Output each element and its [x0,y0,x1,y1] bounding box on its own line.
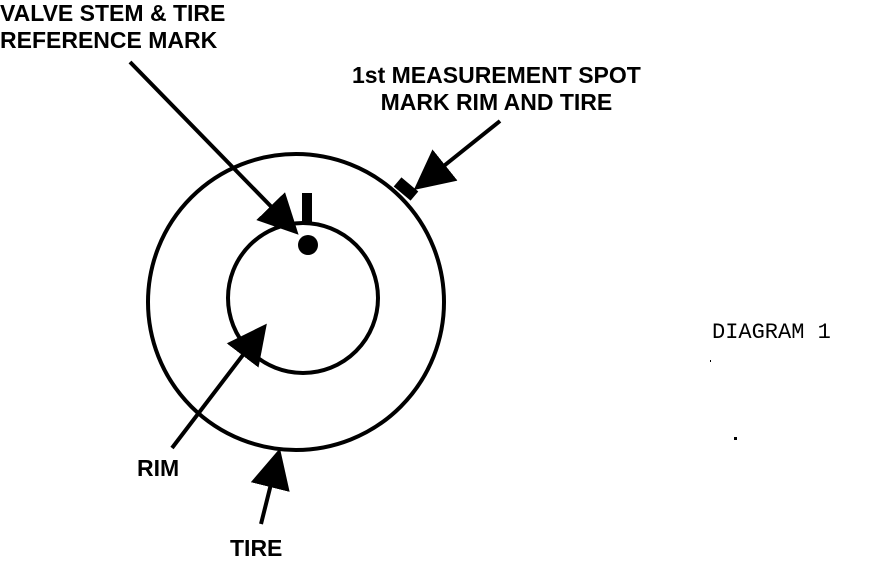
diagram-caption: DIAGRAM 1 [712,320,831,345]
speck [734,437,737,440]
measurement-spot-mark [393,177,419,201]
measurement-arrow [413,119,502,190]
valve-reference-dot [298,235,318,255]
valve-stem-label: VALVE STEM & TIRE REFERENCE MARK [0,0,225,54]
valve-label-line-1: VALVE STEM & TIRE [0,0,226,26]
rim-arrow [170,323,267,450]
valve-stem [302,193,312,225]
speck [710,360,711,362]
valve-label-line-2: REFERENCE MARK [0,27,218,53]
measure-label-line-1: 1st MEASUREMENT SPOT [352,62,641,88]
measure-label-line-2: MARK RIM AND TIRE [380,89,613,115]
tire-arrow [250,448,290,525]
rim-label: RIM [137,455,180,481]
tire-label: TIRE [230,535,283,561]
valve-arrow [128,60,299,235]
tire-outline [146,152,446,452]
measurement-spot-label: 1st MEASUREMENT SPOT MARK RIM AND TIRE [352,62,641,116]
